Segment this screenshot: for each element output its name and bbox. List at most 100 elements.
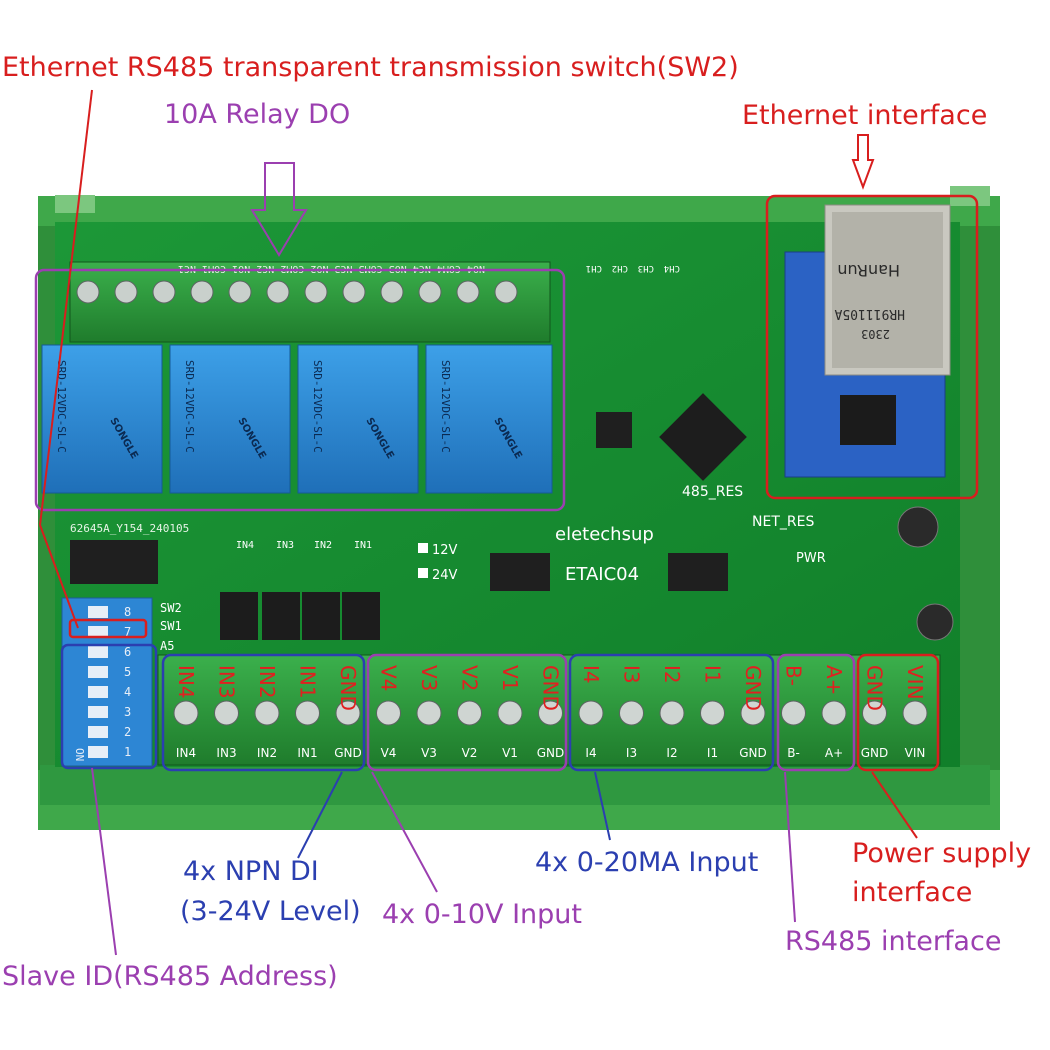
terminal-label-red: IN1 [296,665,320,699]
svg-text:CH4: CH4 [664,263,680,273]
terminal-label-white: IN2 [257,746,277,760]
terminal-screw [295,700,320,726]
terminal-label-white: VIN [905,746,926,760]
serial-text: 62645A_Y154_240105 [70,522,189,535]
svg-text:1: 1 [124,745,131,759]
relay-modules [41,344,553,494]
svg-text:SRD-12VDC-SL-C: SRD-12VDC-SL-C [55,360,68,453]
di-led-labels: IN4 IN3 IN2 IN1 [236,540,372,551]
terminal-label-red: B- [782,665,806,686]
terminal-screw [497,700,523,726]
svg-text:IN3: IN3 [276,540,294,551]
slave-leader [91,767,117,956]
terminal-label-red: I2 [660,665,684,684]
terminal-screw [821,700,847,726]
relay-marks: SRD-12VDC-SL-C SRD-12VDC-SL-C SRD-12VDC-… [55,360,452,453]
channel-labels: CH1 CH2 CH3 CH4 [586,263,680,273]
terminal-label-white: V2 [462,746,478,760]
svg-text:CH1: CH1 [586,263,602,273]
v010-box [366,653,568,772]
terminal-label-red: V4 [377,665,401,691]
res485-text: 485_RES [682,484,743,500]
ma020-callout: 4x 0-20MA Input [535,847,759,878]
svg-text:5: 5 [124,665,131,679]
relay-terminal-screws [76,280,518,304]
svg-text:A5: A5 [160,639,174,653]
bottom-terminal-screws [173,700,928,726]
eth-chip [840,395,896,445]
terminal-label-white: I2 [666,746,677,760]
eth-jack-brand: HanRun [837,261,900,280]
npn-box [161,653,366,772]
svg-text:IN1: IN1 [354,540,372,551]
terminal-label-red: A+ [822,665,846,695]
svg-text:SRD-12VDC-SL-C: SRD-12VDC-SL-C [311,360,324,453]
terminal-label-white: A+ [825,746,843,760]
terminal-label-red: V1 [498,665,522,691]
svg-text:IN4: IN4 [236,540,254,551]
terminal-screw [619,700,644,726]
sw2-box [68,618,148,639]
terminal-label-red: IN4 [174,665,198,699]
rs485-callout: RS485 interface [785,926,1002,957]
svg-text:7: 7 [124,625,131,639]
npn-callout-line2: (3-24V Level) [180,896,361,927]
model-text: ETAIC04 [565,564,639,585]
svg-text:SRD-12VDC-SL-C: SRD-12VDC-SL-C [183,360,196,453]
dip-switch-levers[interactable] [88,606,108,758]
npn-leader [297,771,343,859]
terminal-screw [214,700,239,726]
terminal-label-white: GND [739,746,767,760]
svg-text:SRD-12VDC-SL-C: SRD-12VDC-SL-C [439,360,452,453]
terminal-label-red: GND [539,665,563,711]
terminal-label-white: V3 [421,746,437,760]
terminal-label-white: V4 [381,746,397,760]
terminal-screw [376,700,401,726]
v010-callout: 4x 0-10V Input [382,899,582,930]
power-callout-line1: Power supply [852,838,1032,869]
terminal-screw [902,700,928,726]
svg-text:CH2: CH2 [612,263,628,273]
sw2-callout: Ethernet RS485 transparent transmission … [2,52,739,83]
relay-top-label: NO4 COM4 NC4 NO3 COM3 NC3 NO2 COM2 NC2 N… [178,263,485,274]
terminal-screw [700,700,725,726]
ma020-leader [594,771,611,841]
svg-text:2: 2 [124,725,131,739]
relay-callout: 10A Relay DO [164,99,351,130]
svg-text:SW2: SW2 [160,601,182,615]
terminal-screw [416,700,442,726]
v12-text: 12V [432,543,458,558]
svg-text:IN2: IN2 [314,540,332,551]
terminal-screw [740,700,766,726]
terminal-label-white: GND [861,746,889,760]
pwr-text: PWR [796,551,826,566]
terminal-label-red: I3 [620,665,644,684]
terminal-label-red: GND [741,665,765,711]
brand-text: eletechsup [555,524,654,545]
terminal-screw [457,700,482,726]
svg-text:4: 4 [124,685,131,699]
power-leader [871,771,918,839]
power-callout-line2: interface [852,877,973,908]
power-box [856,653,940,772]
eth-date: 2303 [861,327,890,341]
terminal-screw [173,700,199,726]
terminal-label-red: V3 [417,665,441,691]
dip-on-label: ON [73,748,86,761]
slave-id-box [60,643,158,770]
terminal-label-white: IN4 [176,746,196,760]
terminal-screw [538,700,563,726]
svg-text:CH3: CH3 [638,263,654,273]
terminal-label-red: GND [336,665,360,711]
npn-callout-line1: 4x NPN DI [183,856,319,887]
terminal-screw [254,700,280,726]
ethernet-callout: Ethernet interface [742,100,988,131]
terminal-label-red: GND [863,665,887,711]
terminal-label-white: IN1 [297,746,317,760]
ma020-box [568,653,775,772]
ethernet-arrow [851,134,875,190]
rs485-leader [784,771,796,923]
slave-callout: Slave ID(RS485 Address) [2,961,338,992]
relay-arrow [250,162,308,257]
